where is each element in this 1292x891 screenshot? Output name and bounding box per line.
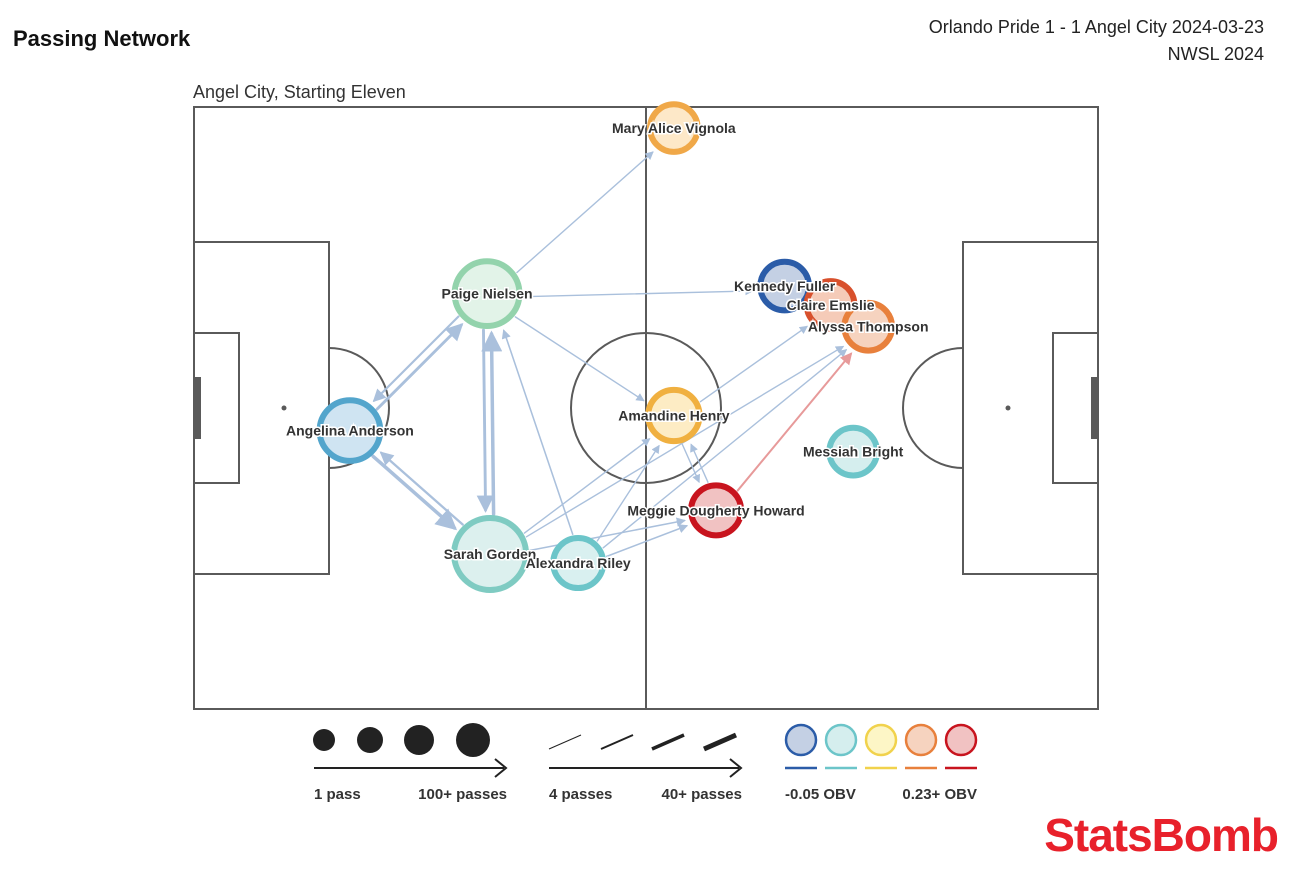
statsbomb-logo: StatsBomb xyxy=(1044,809,1279,861)
player-label-amandine-henry: Amandine Henry xyxy=(618,408,729,424)
pass-edge-aa-to-sg xyxy=(371,454,458,531)
legend-obv-circle-3 xyxy=(864,723,898,757)
competition-label: NWSL 2024 xyxy=(1167,44,1264,64)
player-label-alyssa-thompson: Alyssa Thompson xyxy=(808,319,929,335)
legend-size-circle-4 xyxy=(456,723,490,757)
legend-obv-circle-2 xyxy=(824,723,858,757)
legend-obv-circle-5 xyxy=(944,723,978,757)
legend-width-line-2 xyxy=(600,734,634,750)
left-penalty-area xyxy=(193,241,330,575)
player-label-kennedy-fuller: Kennedy Fuller xyxy=(734,278,836,294)
player-node-alyssa-thompson xyxy=(841,299,896,354)
legend-obv-circle-4 xyxy=(904,723,938,757)
match-result: Orlando Pride 1 - 1 Angel City 2024-03-2… xyxy=(928,17,1264,37)
pass-edge-sg-to-ah xyxy=(523,438,651,534)
legend-size-max: 100+ passes xyxy=(418,786,507,803)
legend-obv-min: -0.05 OBV xyxy=(785,786,856,803)
legend-width-min: 4 passes xyxy=(549,786,612,803)
player-label-claire-emslie: Claire Emslie xyxy=(787,297,875,313)
player-label-sarah-gorden: Sarah Gorden xyxy=(444,546,537,562)
legend-size-circle-1 xyxy=(313,729,335,751)
player-label-meggie-dougherty-howard: Meggie Dougherty Howard xyxy=(627,502,804,518)
right-penalty-area xyxy=(962,241,1099,575)
legend-width-max: 40+ passes xyxy=(662,786,743,803)
player-node-angelina-anderson xyxy=(316,397,384,464)
player-node-sarah-gorden xyxy=(451,514,530,593)
right-goal xyxy=(1091,377,1098,439)
legend-width-line-4 xyxy=(702,732,738,752)
legend-width-line-1 xyxy=(548,734,582,750)
right-penalty-arc xyxy=(902,347,964,469)
player-node-amandine-henry xyxy=(645,386,703,445)
pass-edge-sg-to-mdh xyxy=(529,517,686,552)
player-node-mary-alice-vignola xyxy=(647,101,701,155)
pass-edge-sg-to-pn xyxy=(481,330,503,516)
pass-edge-ar-to-mdh xyxy=(605,524,689,558)
legend: 1 pass 100+ passes 4 passes 40+ passes -… xyxy=(313,723,978,803)
player-label-messiah-bright: Messiah Bright xyxy=(803,444,904,460)
legend-obv xyxy=(784,723,978,770)
pass-edge-pn-to-aa xyxy=(372,315,460,403)
player-node-kennedy-fuller xyxy=(757,258,812,314)
pass-edge-sg-to-ar xyxy=(528,558,547,568)
pass-edge-pn-to-kf xyxy=(522,286,754,298)
legend-size-min: 1 pass xyxy=(314,786,361,803)
chart-title: Passing Network xyxy=(13,26,191,51)
pass-edge-ar-to-ah xyxy=(596,444,660,542)
legend-size-arrow-icon xyxy=(494,758,508,778)
legend-obv-max: 0.23+ OBV xyxy=(902,786,977,803)
pass-edge-pn-to-ah xyxy=(514,316,645,402)
legend-obv-circle-1 xyxy=(784,723,818,757)
pass-edge-ah-to-ce xyxy=(699,325,809,403)
player-label-alexandra-riley: Alexandra Riley xyxy=(526,555,631,571)
legend-size: 1 pass 100+ passes xyxy=(313,723,508,803)
player-label-angelina-anderson: Angelina Anderson xyxy=(286,423,414,439)
pass-edge-ar-to-at xyxy=(602,349,848,549)
pass-edge-ar-to-pn xyxy=(501,329,574,536)
pass-edge-ah-to-mdh xyxy=(681,443,700,484)
pass-edge-pn-to-mav xyxy=(516,151,654,274)
pass-edge-pn-to-sg xyxy=(476,328,495,513)
legend-width xyxy=(548,732,743,778)
player-node-alexandra-riley xyxy=(550,535,607,592)
pass-edge-mdh-to-ah xyxy=(690,443,709,483)
legend-width-line-3 xyxy=(651,733,685,751)
legend-width-arrow-icon xyxy=(729,758,743,778)
centre-circle xyxy=(570,332,722,484)
legend-size-circle-2 xyxy=(357,727,383,753)
left-penalty-spot xyxy=(281,405,287,411)
player-node-messiah-bright xyxy=(826,424,881,479)
match-info: Orlando Pride 1 - 1 Angel City 2024-03-2… xyxy=(929,14,1264,68)
legend-size-circle-3 xyxy=(404,725,434,755)
player-label-mary-alice-vignola: Mary Alice Vignola xyxy=(612,120,736,136)
player-node-paige-nielsen xyxy=(451,258,523,330)
player-nodes xyxy=(316,101,896,593)
pass-edge-mdh-to-at xyxy=(736,352,853,492)
left-goal xyxy=(194,377,201,439)
player-label-paige-nielsen: Paige Nielsen xyxy=(442,286,533,302)
pass-edge-aa-to-pn xyxy=(375,322,464,411)
pass-edge-sg-to-aa xyxy=(379,451,464,526)
player-node-meggie-dougherty-howard xyxy=(688,482,745,539)
right-penalty-spot xyxy=(1005,405,1011,411)
team-label: Angel City, Starting Eleven xyxy=(193,82,406,102)
